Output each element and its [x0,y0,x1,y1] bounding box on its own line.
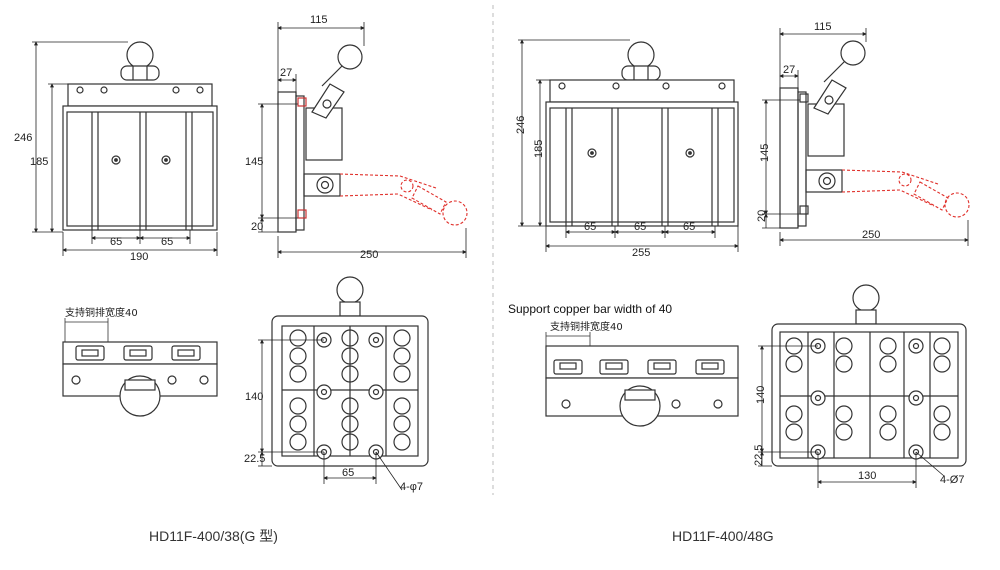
left-base-pitch: 65 [342,467,354,479]
right-side-red-dashed-handle [841,169,970,218]
right-side-dimensions [762,28,969,246]
right-side-mount: 145 [759,144,771,162]
left-side-mount: 145 [245,156,263,168]
left-base-height: 140 [245,391,263,403]
right-side-depth: 115 [814,21,832,33]
left-bottom-view [62,318,218,417]
left-front-pitch-2: 65 [161,236,173,248]
right-front-width: 255 [632,247,650,259]
right-base-offset: 22.5 [753,445,765,466]
left-side-red-dashed-handle [339,173,468,226]
right-front-pitch-2: 65 [634,221,646,233]
right-front-dimensions [518,39,739,252]
left-base-dimensions [258,339,403,491]
right-front-pitch-3: 65 [683,221,695,233]
left-front-view [62,41,218,231]
left-front-pitch-1: 65 [110,236,122,248]
left-front-width: 190 [130,251,148,263]
right-bottom-note-en: Support copper bar width of 40 [508,302,672,316]
left-front-height-mid: 185 [30,156,48,168]
right-bottom-view [545,332,739,427]
left-caption: HD11F-400/38(G 型) [149,528,278,544]
right-base-dimensions [758,345,945,488]
right-base-height: 140 [755,386,767,404]
right-side-swing: 250 [862,229,880,241]
right-bottom-note: 支持铜排宽度40 [550,320,623,333]
right-side-bottom: 20 [756,210,768,222]
right-front-height-mid: 185 [533,140,545,158]
right-base-holes: 4-Ø7 [940,474,964,486]
left-side-dimensions [258,22,467,258]
right-side-view [779,40,866,229]
left-front-dimensions [32,41,218,256]
right-front-view [545,41,739,227]
left-base-holes: 4-φ7 [400,481,423,493]
right-front-height-total: 246 [515,116,527,134]
left-front-height-total: 246 [14,132,32,144]
right-front-pitch-1: 65 [584,221,596,233]
right-side-offset: 27 [783,64,795,76]
right-base-view [771,284,967,467]
right-base-pitch: 130 [858,470,876,482]
left-side-view [277,44,363,233]
left-bottom-note: 支持铜排宽度40 [65,306,138,319]
left-side-depth: 115 [310,14,328,26]
left-side-swing: 250 [360,249,378,261]
left-base-view [271,276,429,467]
left-base-offset: 22.5 [244,453,265,465]
left-side-bottom: 20 [251,221,263,233]
left-side-offset: 27 [280,67,292,79]
right-caption: HD11F-400/48G [672,528,774,544]
